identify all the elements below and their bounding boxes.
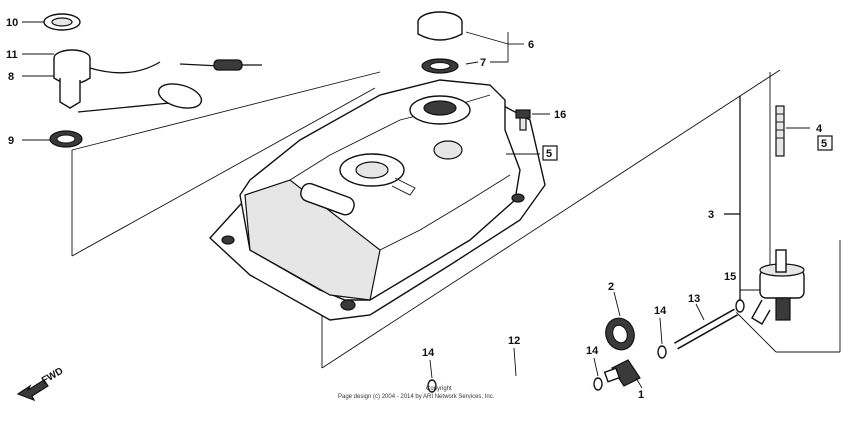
ref-box-5-cock xyxy=(817,135,833,151)
callout-14-right: 14 xyxy=(654,305,667,317)
callout-9: 9 xyxy=(8,135,14,147)
ref-box-5-tank xyxy=(542,145,558,161)
callout-3: 3 xyxy=(708,209,714,221)
assembly-frame-lines xyxy=(71,69,841,369)
fuel-cock-assembly xyxy=(724,96,810,325)
callout-14-mid: 14 xyxy=(586,345,599,357)
callout-11: 11 xyxy=(6,49,18,61)
callout-12: 12 xyxy=(508,335,520,347)
forward-direction-marker: FWD xyxy=(16,366,65,402)
fwd-arrow-icon xyxy=(16,379,49,402)
fuel-tank xyxy=(209,79,546,321)
callout-8: 8 xyxy=(8,71,14,83)
bolt xyxy=(515,109,550,131)
filler-cap xyxy=(417,11,509,74)
callout-13: 13 xyxy=(688,293,700,305)
copyright-line-2: Page design (c) 2004 - 2014 by ARI Netwo… xyxy=(338,394,495,400)
fuel-filter xyxy=(603,291,643,389)
callout-1: 1 xyxy=(638,389,644,401)
callout-10: 10 xyxy=(6,17,18,29)
callout-4: 4 xyxy=(816,123,823,135)
copyright-line-1: Copyright xyxy=(426,386,452,392)
fuel-level-sender xyxy=(43,13,262,148)
callout-2: 2 xyxy=(608,281,614,293)
callout-labels: 10 11 8 9 6 7 16 5 4 5 3 15 2 13 14 14 1… xyxy=(6,17,833,401)
fuel-hoses xyxy=(427,299,745,396)
callout-6: 6 xyxy=(528,39,534,51)
callout-7: 7 xyxy=(480,57,486,69)
callout-5-cock: 5 xyxy=(821,138,827,150)
callout-15: 15 xyxy=(724,271,736,283)
callout-14-left: 14 xyxy=(422,347,435,359)
callout-16: 16 xyxy=(554,109,566,121)
fwd-label: FWD xyxy=(40,366,65,387)
callout-5-tank: 5 xyxy=(546,148,552,160)
copyright-notice: Copyright Page design (c) 2004 - 2014 by… xyxy=(338,386,495,400)
leader-lines xyxy=(22,21,540,155)
